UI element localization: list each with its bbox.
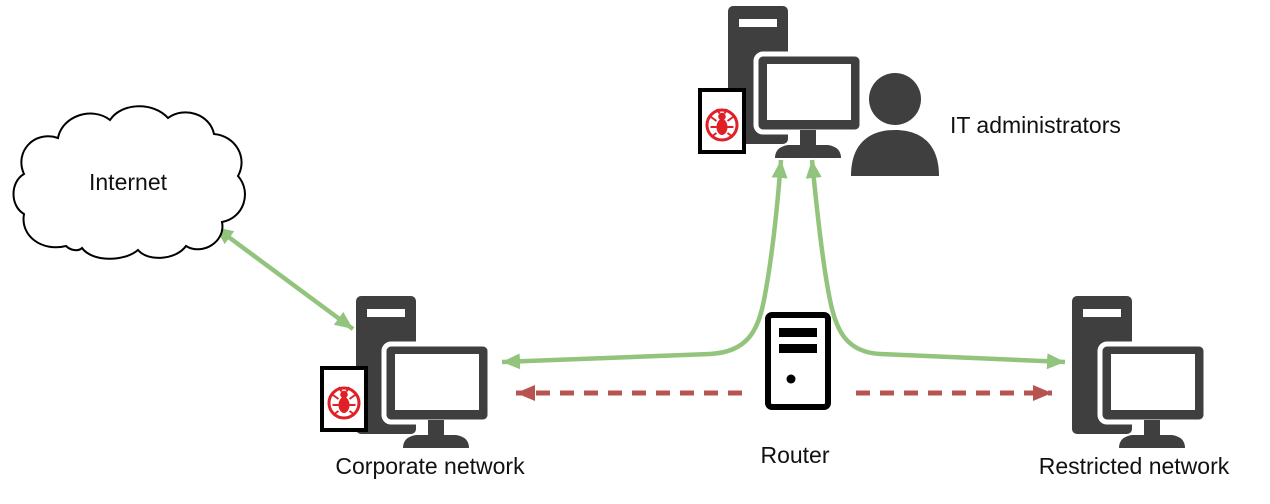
router-icon (768, 315, 828, 407)
itadmin-workstation-icon (728, 6, 862, 158)
internet-label: Internet (89, 169, 168, 195)
router-label: Router (760, 442, 829, 468)
it-administrators-label: IT administrators (950, 112, 1121, 138)
restricted-itadmin-arrow (805, 159, 1066, 370)
itadmin-malware-file-icon (698, 88, 746, 154)
restricted-workstation-icon (1072, 296, 1206, 448)
corporate-itadmin-arrow (501, 159, 788, 370)
corporate-malware-file-icon (320, 366, 368, 432)
internet-corporate-arrow (213, 225, 355, 331)
corporate-workstation-icon (356, 296, 490, 448)
restricted-network-label: Restricted network (1039, 453, 1230, 479)
corporate-network-label: Corporate network (335, 453, 525, 479)
cloud-icon (12, 105, 246, 260)
